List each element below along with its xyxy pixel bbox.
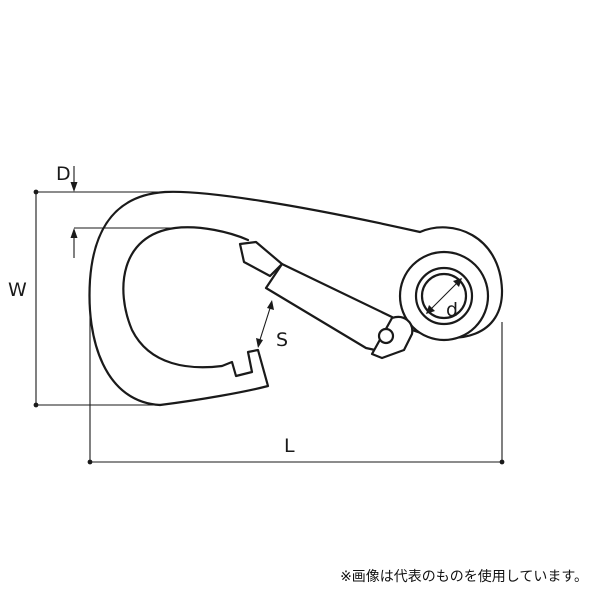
label-W: W <box>8 279 27 301</box>
small-d-dimension-line <box>427 279 461 313</box>
d-arrow-up <box>70 228 78 238</box>
small-d-arrow-upper <box>453 278 462 287</box>
label-S: S <box>276 329 288 351</box>
label-small-d: d <box>446 299 458 321</box>
representative-image-note: ※画像は代表のものを使用しています。 <box>340 569 588 585</box>
dimension-lines <box>35 166 503 463</box>
label-D: D <box>56 163 71 185</box>
gate-latch-upper <box>238 240 284 278</box>
l-dot-right <box>499 459 505 465</box>
gate <box>238 240 414 360</box>
w-dot-bottom <box>33 402 39 408</box>
gate-hinge-pin <box>377 327 395 345</box>
s-arrow-bottom <box>256 338 263 348</box>
s-dimension-line <box>257 301 273 347</box>
d-arrow-down <box>70 182 78 192</box>
small-d-arrow-lower <box>426 305 435 314</box>
body-hook-tip <box>122 226 270 407</box>
label-L: L <box>284 435 295 457</box>
dimension-markers <box>33 182 505 465</box>
s-arrow-top <box>267 300 274 310</box>
w-dot-top <box>33 189 39 195</box>
l-dot-left <box>87 459 93 465</box>
